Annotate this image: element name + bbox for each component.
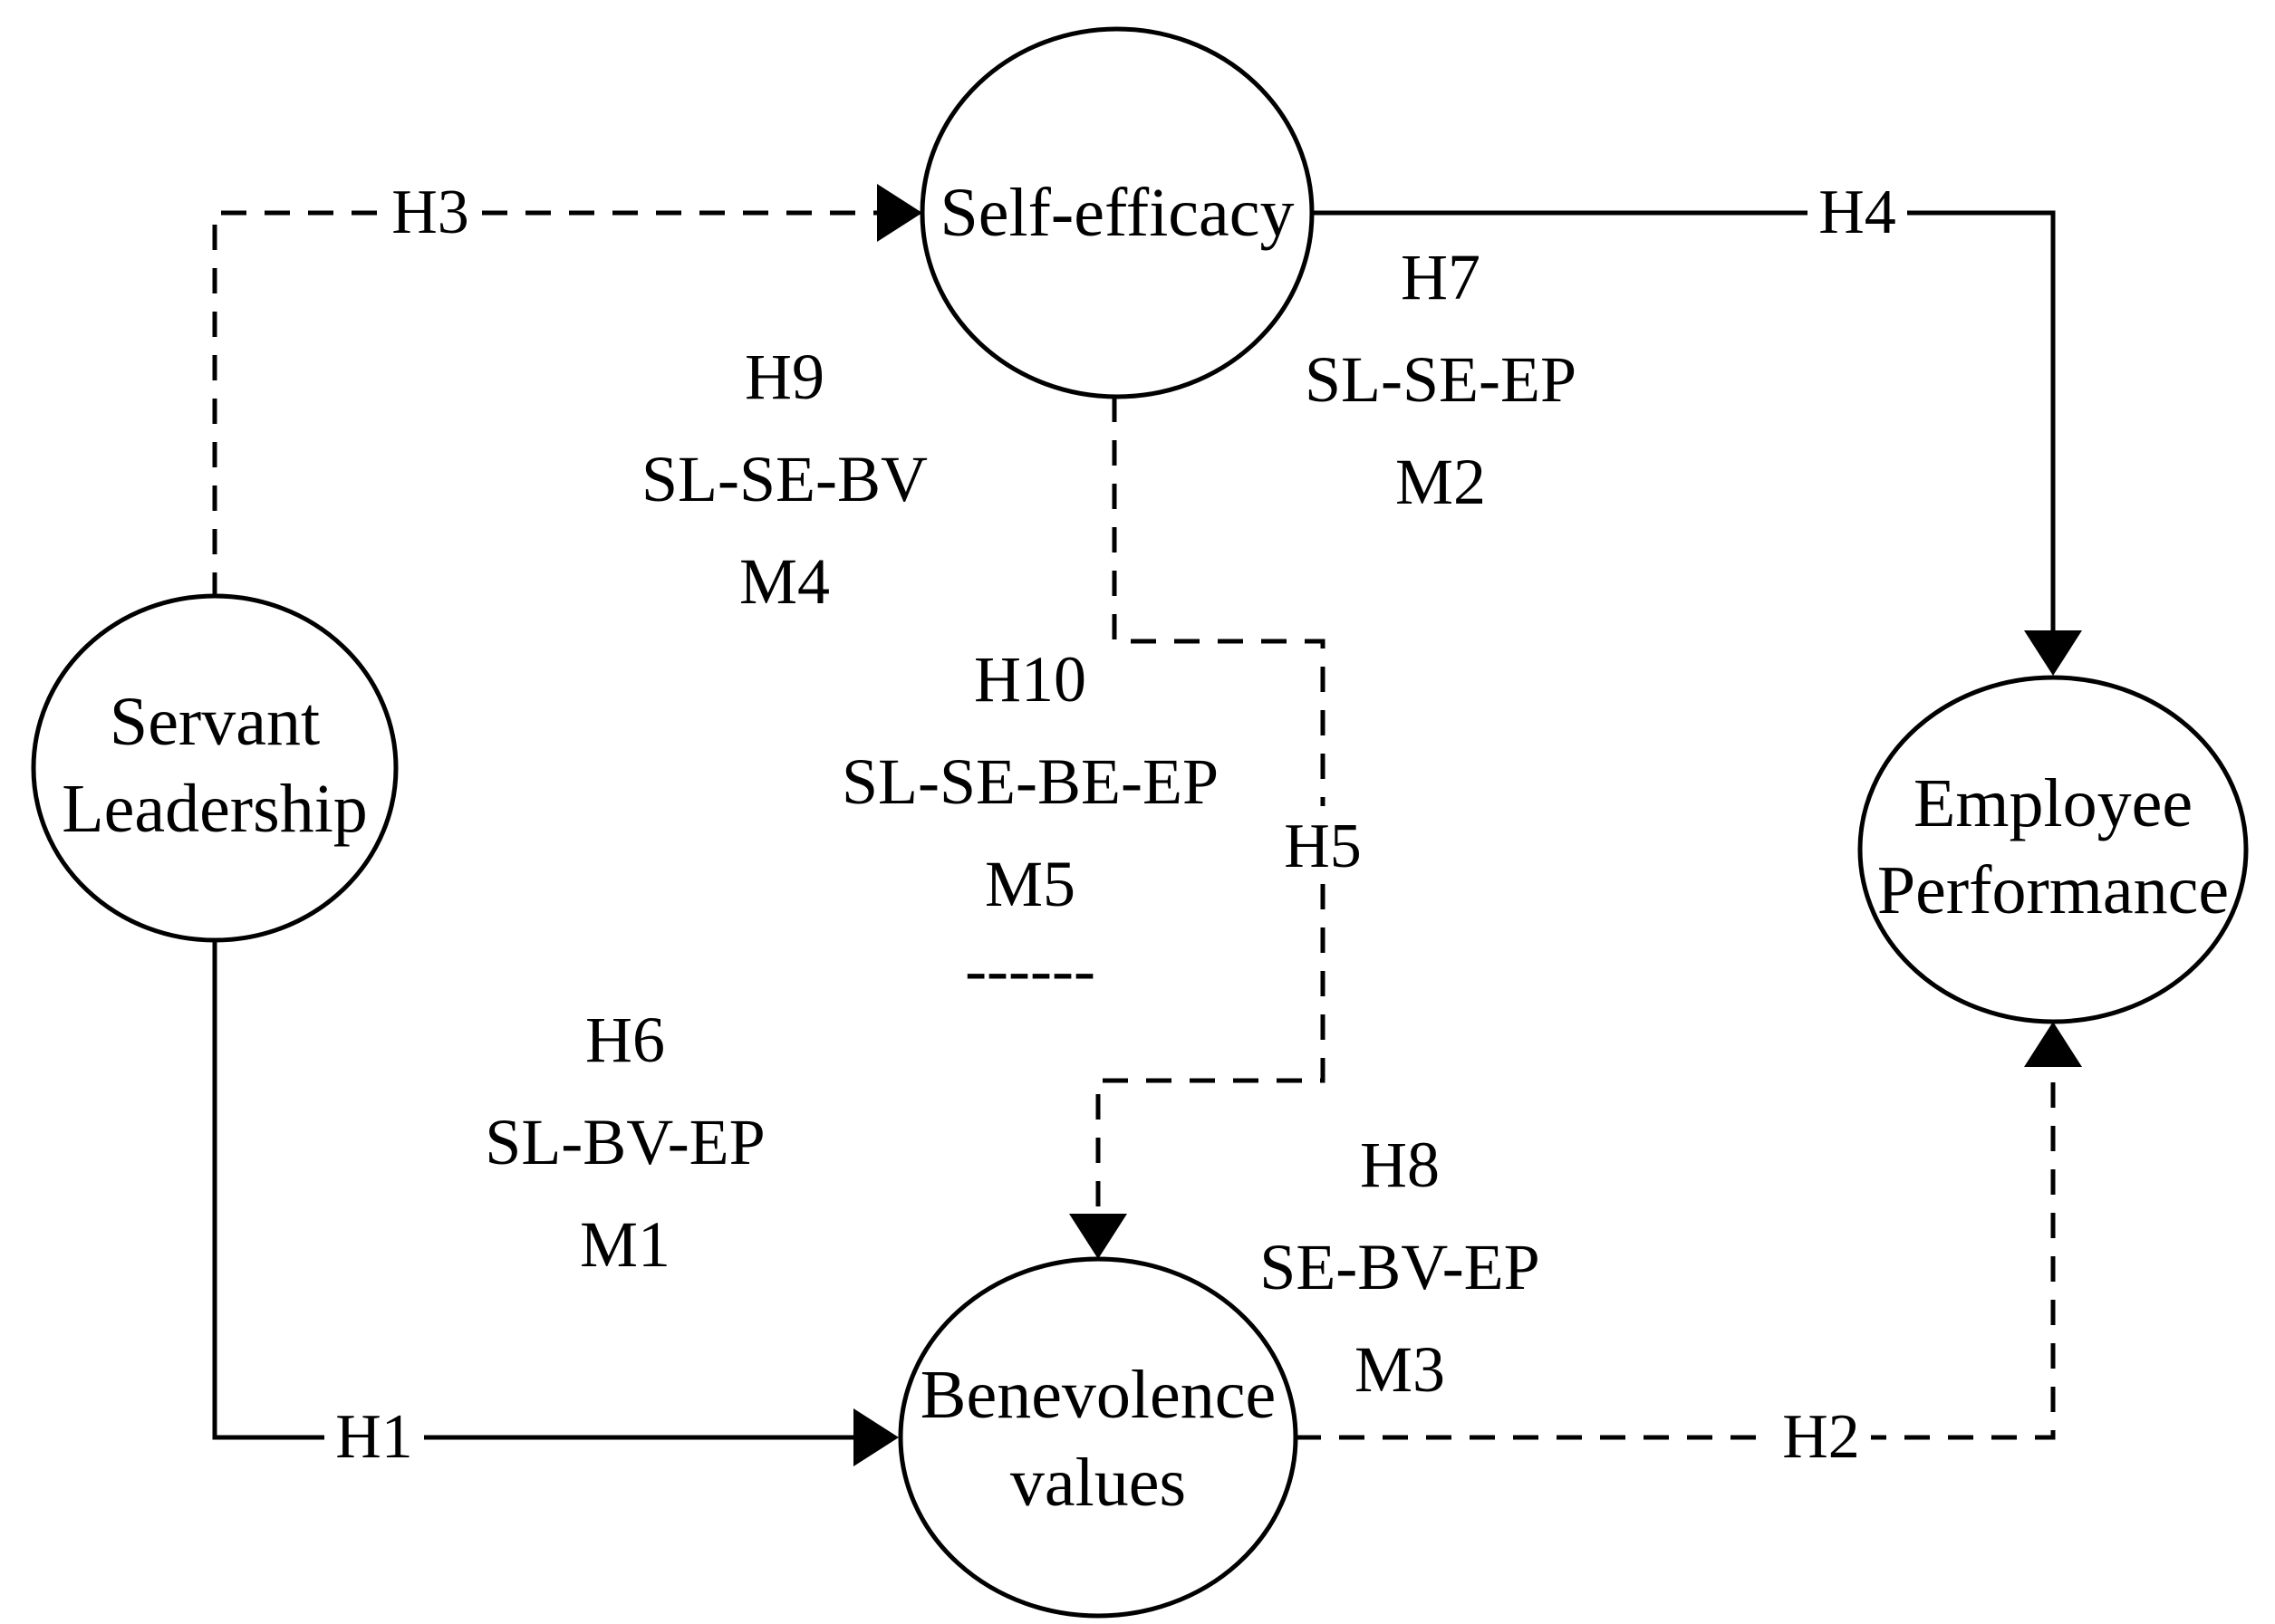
- node-servant-leadership-line-1: Servant: [110, 684, 320, 760]
- node-benevolence-values: Benevolence values: [898, 1256, 1298, 1619]
- edge-h2-line: [1296, 1067, 2056, 1440]
- node-servant-leadership-ellipse: [31, 593, 399, 943]
- edge-h4-label: H4: [1818, 178, 1896, 247]
- annotation-h6: H6 SL-BV-EP M1: [485, 1004, 765, 1281]
- annotation-h9: H9 SL-SE-BV M4: [641, 341, 928, 618]
- edge-h4-line: [1312, 210, 2056, 630]
- edge-h5: H5: [1069, 397, 1373, 1259]
- annotation-h9-path: SL-SE-BV: [641, 443, 928, 515]
- node-employee-performance-line-2: Performance: [1877, 852, 2229, 928]
- annotation-h10-hypothesis: H10: [974, 643, 1086, 716]
- node-self-efficacy-ellipse: [920, 26, 1315, 399]
- edge-h3: H3: [212, 172, 922, 598]
- annotation-h6-hypothesis: H6: [585, 1004, 665, 1076]
- edge-h3-line: [212, 210, 877, 598]
- annotation-h7-path: SL-SE-EP: [1305, 343, 1576, 416]
- annotation-h10: H10 SL-SE-BE-EP M5 ------: [842, 643, 1219, 1006]
- node-servant-leadership-line-2: Leadership: [62, 771, 368, 847]
- edge-h1-label: H1: [335, 1402, 413, 1472]
- edge-h3-label: H3: [391, 178, 469, 247]
- annotation-h8-hypothesis: H8: [1360, 1129, 1440, 1201]
- edge-h4: H4: [1312, 172, 2082, 676]
- annotation-h10-path: SL-SE-BE-EP: [842, 745, 1219, 818]
- node-benevolence-values-line-2: values: [1010, 1445, 1186, 1521]
- annotation-h8-model: M3: [1354, 1333, 1445, 1406]
- node-self-efficacy-line-1: Self-efficacy: [940, 175, 1294, 251]
- annotation-h7-hypothesis: H7: [1401, 241, 1480, 313]
- annotation-h9-model: M4: [739, 545, 830, 618]
- edge-h2: H2: [1296, 1022, 2082, 1473]
- edge-h4-arrowhead: [2024, 630, 2082, 676]
- annotation-h8: H8 SE-BV-EP M3: [1259, 1129, 1539, 1406]
- edge-h5-arrowhead: [1069, 1214, 1127, 1259]
- annotation-h9-hypothesis: H9: [745, 341, 824, 413]
- node-self-efficacy: Self-efficacy: [920, 26, 1315, 399]
- annotation-h10-separator: ------: [965, 934, 1095, 1006]
- node-servant-leadership: Servant Leadership: [31, 593, 399, 943]
- node-employee-performance-line-1: Employee: [1914, 765, 2193, 841]
- node-benevolence-values-ellipse: [898, 1256, 1298, 1619]
- edge-h1-arrowhead: [853, 1408, 899, 1466]
- annotation-h10-model: M5: [985, 848, 1075, 920]
- edge-h5-label: H5: [1284, 812, 1362, 881]
- annotation-h7-model: M2: [1395, 446, 1486, 518]
- node-employee-performance: Employee Performance: [1857, 675, 2249, 1024]
- annotation-h7: H7 SL-SE-EP M2: [1305, 241, 1576, 518]
- annotation-h8-path: SE-BV-EP: [1259, 1231, 1539, 1303]
- node-benevolence-values-line-1: Benevolence: [921, 1357, 1276, 1433]
- annotation-h6-model: M1: [580, 1208, 670, 1281]
- edge-h3-arrowhead: [877, 184, 922, 242]
- edge-h2-arrowhead: [2024, 1022, 2082, 1067]
- edge-h2-label: H2: [1782, 1402, 1860, 1472]
- annotation-h6-path: SL-BV-EP: [485, 1106, 765, 1178]
- edge-h1: H1: [212, 938, 899, 1473]
- node-employee-performance-ellipse: [1857, 675, 2249, 1024]
- edge-h1-line: [212, 938, 853, 1440]
